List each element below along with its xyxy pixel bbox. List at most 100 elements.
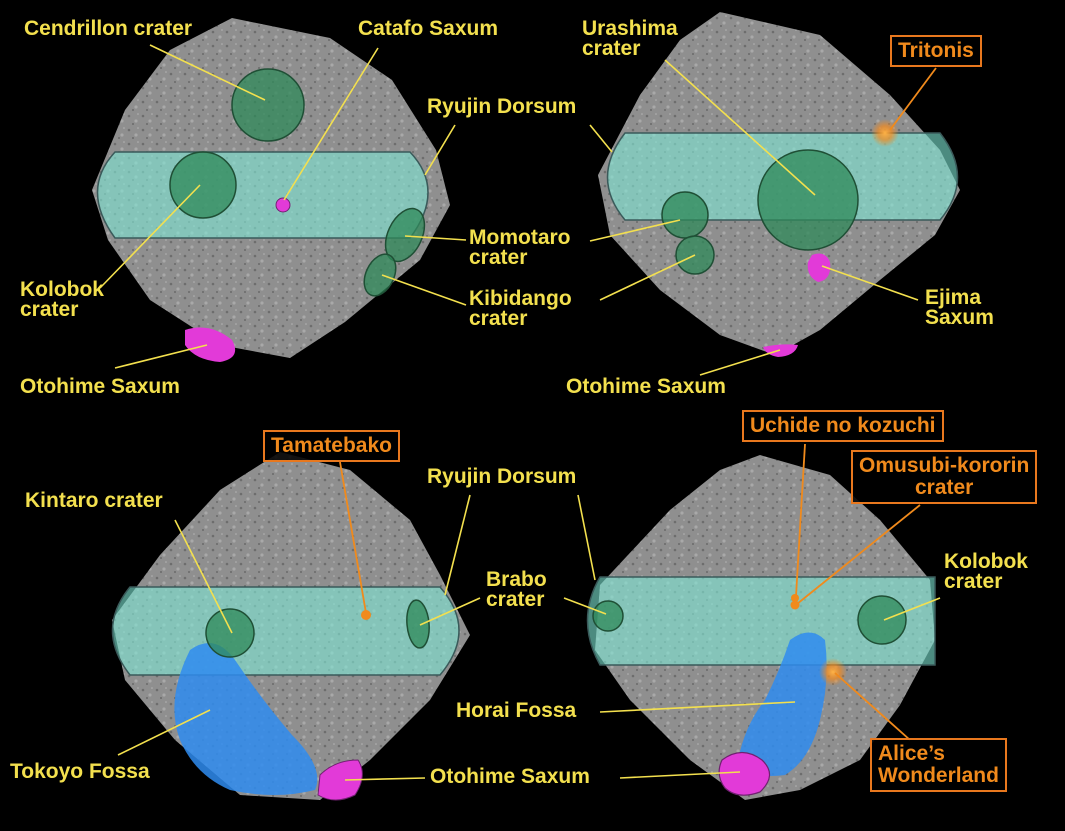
- label-ejima-line1: Ejima: [925, 286, 982, 309]
- leader-small-a: [589, 219, 681, 242]
- kibidango-crater-marker: [363, 253, 397, 297]
- kintaro-crater-marker: [205, 608, 255, 658]
- omusubi-kororin-crater-marker: [790, 600, 800, 610]
- label-ejima-saxum: Ejima Saxum: [925, 286, 994, 329]
- leader-catafo: [283, 47, 379, 201]
- urashima-crater-marker: [757, 149, 859, 251]
- label-kolobok-line1: Kolobok: [20, 278, 104, 301]
- label-momotaro-line1: Momotaro: [469, 226, 571, 249]
- label-kibidango-line1: Kibidango: [469, 287, 572, 310]
- brabo-crater-marker-br: [592, 600, 624, 632]
- tokoyo-fossa-marker: [174, 642, 318, 795]
- label-otohime-saxum-tl: Otohime Saxum: [20, 375, 180, 398]
- label-otohime-saxum-bottom: Otohime Saxum: [430, 765, 590, 788]
- label-omusubi-kororin-crater: Omusubi-kororin crater: [851, 450, 1038, 504]
- otohime-saxum-marker: [718, 751, 771, 796]
- horai-fossa-marker: [738, 632, 827, 776]
- leader-kolobok-tl: [99, 184, 201, 289]
- leader-ryujin-tl: [424, 124, 456, 176]
- label-omusubi-line2: crater: [914, 476, 974, 499]
- equatorial-band: [96, 151, 429, 239]
- catafo-saxum-marker: [275, 197, 291, 213]
- label-horai-fossa: Horai Fossa: [456, 699, 577, 722]
- label-ryujin-dorsum-tl: Ryujin Dorsum: [427, 95, 577, 118]
- label-alices-wonderland: Alice’s Wonderland: [870, 738, 1007, 792]
- leader-otohime-br: [619, 771, 741, 779]
- label-tamatebako: Tamatebako: [263, 430, 400, 462]
- leader-small-b: [599, 254, 696, 301]
- crater-marker-small-a: [661, 191, 709, 239]
- label-alice-line1: Alice’s: [878, 742, 945, 765]
- leader-momotaro: [404, 235, 467, 241]
- otohime-saxum-marker: [185, 327, 236, 362]
- label-momotaro-crater: Momotaro crater: [469, 226, 571, 269]
- leader-otohime-tl: [114, 344, 208, 369]
- leader-tritonis: [889, 67, 937, 131]
- leader-tokoyo: [117, 709, 211, 756]
- label-ejima-line2: Saxum: [925, 306, 994, 329]
- label-ryujin-dorsum-bl: Ryujin Dorsum: [427, 465, 577, 488]
- equatorial-band: [586, 576, 936, 666]
- label-kolobok-crater-br: Kolobok crater: [944, 550, 1028, 593]
- label-otohime-saxum-tr: Otohime Saxum: [566, 375, 726, 398]
- leader-kolobok-br: [883, 597, 941, 621]
- leader-omusubi: [796, 504, 921, 605]
- leader-otohime-bl: [344, 777, 426, 781]
- label-momotaro-line2: crater: [469, 246, 528, 269]
- otohime-saxum-marker: [763, 344, 798, 357]
- leader-uchide: [795, 443, 806, 597]
- label-cendrillon-crater: Cendrillon crater: [24, 17, 193, 40]
- label-brabo-line1: Brabo: [486, 568, 547, 591]
- asteroid-bottom-left: [111, 452, 470, 801]
- asteroid-top-left: [92, 18, 450, 362]
- asteroid-top-right: [598, 12, 960, 357]
- label-uchide-no-kozuchi: Uchide no kozuchi: [742, 410, 944, 442]
- label-kibidango-crater: Kibidango crater: [469, 287, 572, 330]
- brabo-crater-marker: [406, 599, 430, 649]
- ejima-saxum-marker: [807, 253, 831, 282]
- label-brabo-line2: crater: [486, 588, 545, 611]
- label-urashima-crater: Urashima crater: [582, 17, 678, 60]
- label-kolobok-crater-tl: Kolobok crater: [20, 278, 104, 321]
- equatorial-band: [111, 586, 460, 676]
- leader-urashima: [664, 59, 816, 196]
- leader-kintaro: [174, 519, 233, 634]
- asteroid-bottom-right: [586, 455, 936, 800]
- leader-otohime-tr: [699, 349, 781, 376]
- leader-ryujin-tr: [589, 124, 613, 153]
- alices-wonderland-marker: [819, 658, 847, 686]
- leader-tamatebako: [339, 461, 367, 614]
- label-tritonis: Tritonis: [890, 35, 982, 67]
- label-kolobok-br-line1: Kolobok: [944, 550, 1028, 573]
- leader-ryujin-bl: [444, 494, 471, 596]
- label-catafo-saxum: Catafo Saxum: [358, 17, 499, 40]
- label-omusubi-line1: Omusubi-kororin: [859, 454, 1030, 477]
- cendrillon-crater-marker: [231, 68, 305, 142]
- leader-ejima: [821, 265, 919, 301]
- leader-brabo-br: [563, 597, 607, 615]
- uchide-no-kozuchi-marker: [791, 594, 799, 602]
- leader-ryujin-br: [577, 494, 596, 581]
- leader-alice: [834, 672, 911, 741]
- tamatebako-marker: [361, 610, 371, 620]
- label-kolobok-br-line2: crater: [944, 570, 1003, 593]
- otohime-saxum-marker: [317, 759, 363, 801]
- label-urashima-line2: crater: [582, 37, 641, 60]
- label-kolobok-line2: crater: [20, 298, 79, 321]
- label-tokoyo-fossa: Tokoyo Fossa: [10, 760, 150, 783]
- leader-kibidango: [381, 274, 467, 306]
- leader-horai: [599, 701, 796, 713]
- label-urashima-line1: Urashima: [582, 17, 678, 40]
- label-kibidango-line2: crater: [469, 307, 528, 330]
- kolobok-crater-marker: [857, 595, 907, 645]
- label-alice-line2: Wonderland: [878, 764, 999, 787]
- leader-lines: [99, 44, 941, 781]
- label-kintaro-crater: Kintaro crater: [25, 489, 163, 512]
- label-brabo-crater: Brabo crater: [486, 568, 547, 611]
- leader-cendrillon: [149, 44, 266, 101]
- leader-lines-orange: [339, 67, 937, 741]
- kolobok-crater-marker: [169, 151, 237, 219]
- leader-brabo-bl: [419, 597, 481, 626]
